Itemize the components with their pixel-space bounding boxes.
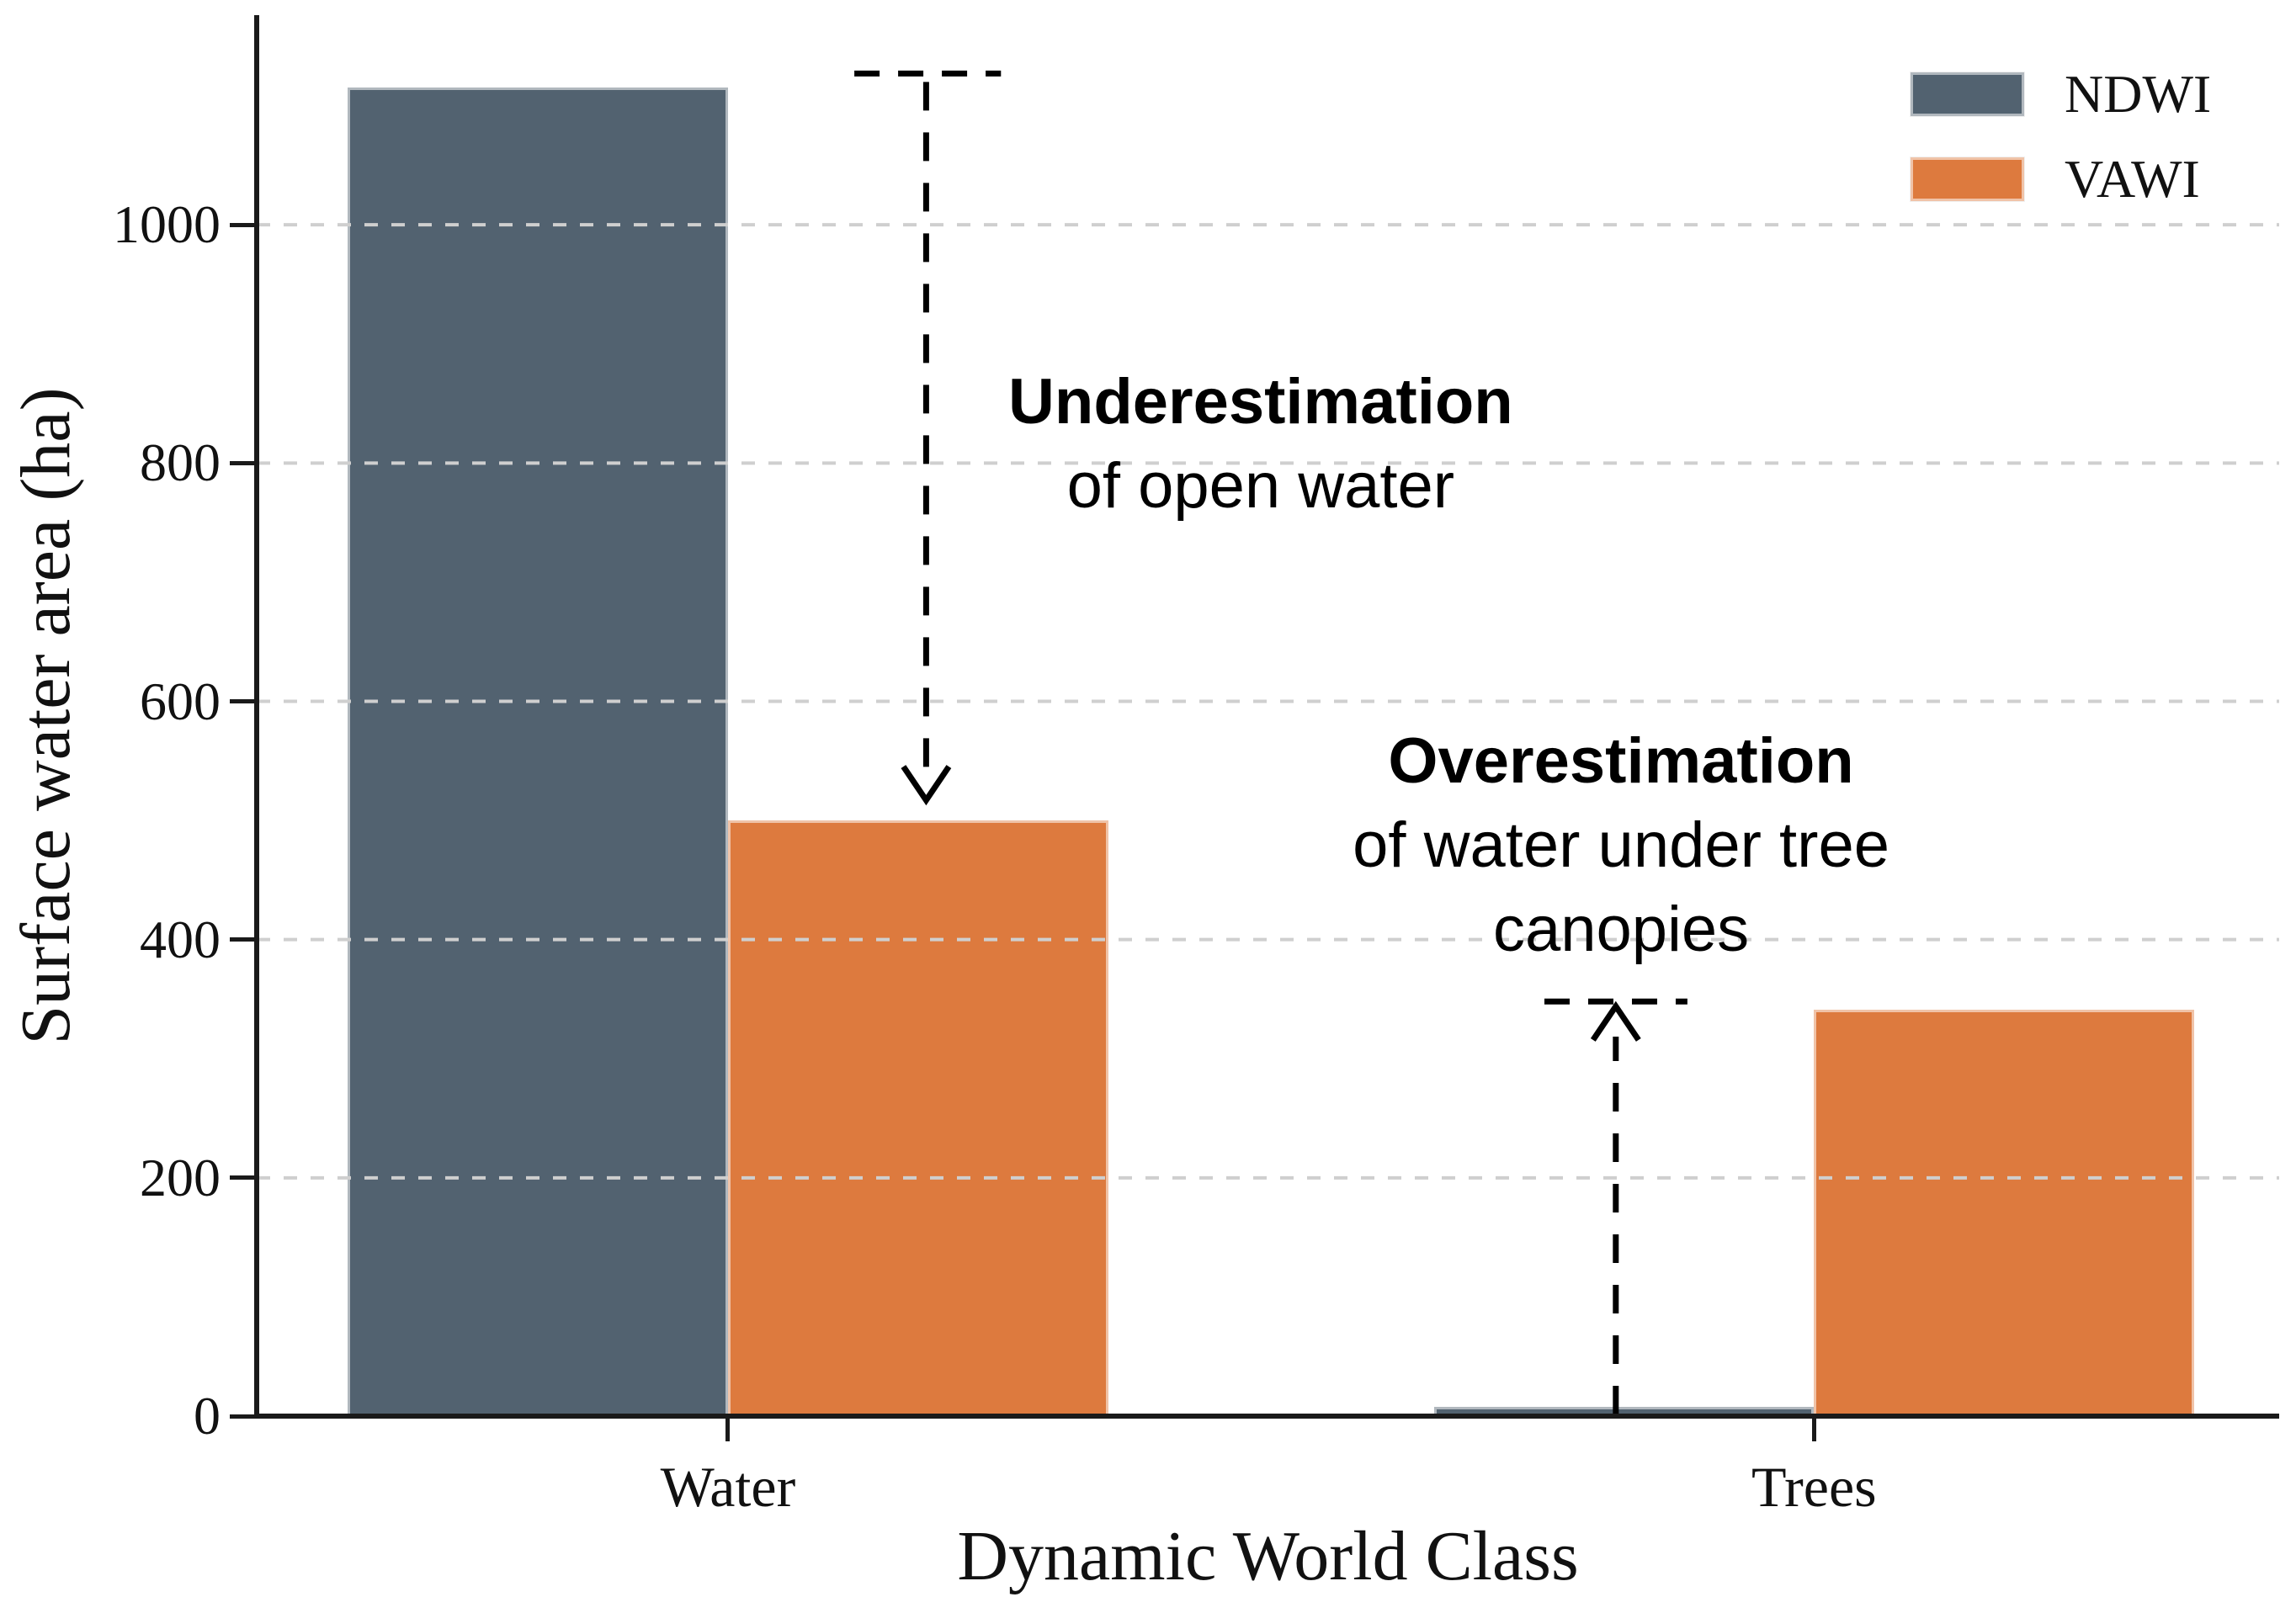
x-axis-spine: [254, 1414, 2279, 1419]
y-tick-label-400: 400: [140, 909, 221, 969]
x-axis-title: Dynamic World Class: [957, 1517, 1579, 1595]
x-tick-label-trees: Trees: [1751, 1455, 1877, 1519]
overestimation-line-1: Overestimation: [1388, 725, 1854, 798]
y-tick-1000: [230, 222, 257, 227]
y-tick-label-200: 200: [140, 1147, 221, 1207]
overestimation-text: Overestimation of water under tree canopie…: [1353, 719, 1889, 972]
underestimation-line-1: Underestimation: [1008, 365, 1513, 438]
legend-item-ndwi: NDWI: [1910, 64, 2212, 124]
x-tick-water: [725, 1416, 731, 1441]
y-tick-label-1000: 1000: [113, 194, 221, 255]
y-tick-label-800: 800: [140, 432, 221, 493]
overestimation-line-2: of water under tree: [1353, 809, 1890, 882]
underestimation-text: Underestimation of open water: [1008, 360, 1513, 528]
legend-label-vawi: VAWI: [2065, 149, 2200, 209]
y-tick-800: [230, 460, 257, 465]
y-tick-400: [230, 937, 257, 942]
y-tick-label-0: 0: [194, 1386, 221, 1446]
underestimation-arrowhead: [901, 765, 952, 806]
underestimation-line-2: of open water: [1066, 449, 1455, 522]
y-axis-spine: [254, 15, 259, 1416]
overestimation-line-3: canopies: [1492, 894, 1750, 966]
y-tick-label-600: 600: [140, 671, 221, 731]
bar-vawi-trees: [1814, 1010, 2195, 1416]
legend-swatch-ndwi: [1910, 72, 2025, 117]
bar-vawi-water: [727, 820, 1108, 1416]
x-tick-trees: [1811, 1416, 1816, 1441]
legend-swatch-vawi: [1910, 157, 2025, 202]
bar-ndwi-water: [348, 88, 728, 1416]
y-axis-title: Surface water area (ha): [7, 386, 85, 1045]
overestimation-arrowhead: [1590, 1000, 1641, 1042]
legend-item-vawi: VAWI: [1910, 149, 2200, 209]
y-tick-600: [230, 699, 257, 703]
y-tick-0: [230, 1414, 257, 1419]
legend-label-ndwi: NDWI: [2065, 64, 2212, 124]
y-tick-200: [230, 1175, 257, 1181]
x-tick-label-water: Water: [660, 1455, 796, 1519]
